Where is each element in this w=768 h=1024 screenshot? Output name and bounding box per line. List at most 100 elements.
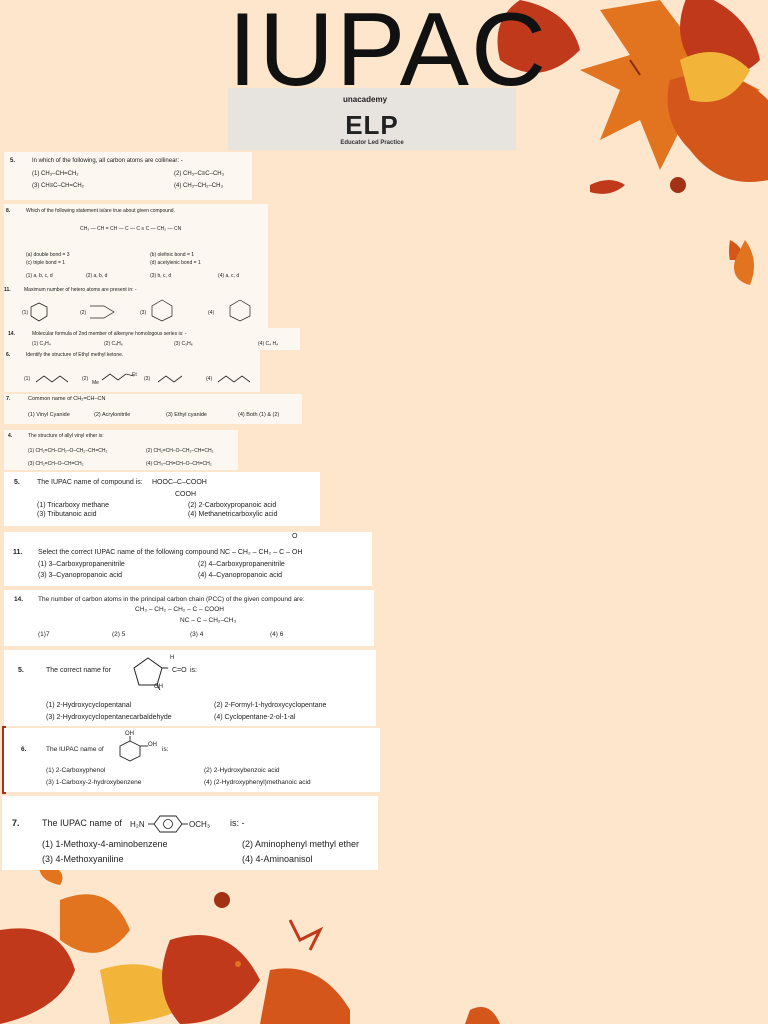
- ketone-structure-1-icon: [35, 375, 69, 383]
- option-4[interactable]: (4) Cyclopentane-2-ol-1-al: [214, 714, 296, 721]
- option-3[interactable]: (3) 4: [190, 631, 204, 638]
- compound-substituent: COOH: [175, 491, 196, 498]
- option-1[interactable]: (1)7: [38, 631, 50, 638]
- autumn-leaves-top-right-icon: [497, 0, 768, 260]
- option-4[interactable]: (4) CH₃–CH=CH–O–CH=CH₂: [146, 461, 212, 467]
- option-2[interactable]: (2): [82, 376, 89, 382]
- option-1[interactable]: (1): [24, 376, 31, 382]
- option-2[interactable]: (2) CH₂=CH–O–CH₂–CH=CH₂: [146, 448, 214, 454]
- question-number: 7.: [12, 818, 20, 828]
- page-title: IUPAC: [228, 0, 549, 108]
- option-2[interactable]: (2) 2-Carboxypropanoic acid: [188, 502, 277, 509]
- option-4[interactable]: (4) 6: [270, 631, 284, 638]
- option-1[interactable]: (1) 2-Carboxyphenol: [46, 767, 106, 774]
- question-card: 4. The structure of allyl vinyl ether is…: [4, 430, 238, 470]
- question-text: The IUPAC name of: [46, 746, 104, 753]
- option-2[interactable]: (2) 4–Carboxypropanenitrile: [198, 561, 285, 568]
- compound-formula: CH₃ — CH = CH — C — C ≡ C — CH₂ — CN: [80, 226, 182, 232]
- question-text: Identify the structure of Ethyl methyl k…: [26, 352, 124, 358]
- option-3[interactable]: (3) CH≡C–CH=CH₂: [32, 183, 85, 189]
- option-2[interactable]: (2) CH₃–C≡C–CH₃: [174, 171, 225, 177]
- option-3[interactable]: (3) b, c, d: [150, 273, 172, 279]
- option-1[interactable]: (1) CH₃–CH=CH₂: [32, 171, 79, 177]
- question-card: O 11. Select the correct IUPAC name of t…: [4, 532, 372, 586]
- statement-b: (b) olefinic bond = 1: [150, 252, 195, 258]
- question-text: The structure of allyl vinyl ether is:: [28, 433, 104, 439]
- question-card: 14. Molecular formula of 2nd member of a…: [4, 328, 300, 350]
- option-1[interactable]: (1) a, b, c, d: [26, 273, 53, 279]
- salicylic-acid-structure-icon: [119, 736, 148, 762]
- option-4[interactable]: (4) Methanetricarboxylic acid: [188, 511, 278, 518]
- option-3[interactable]: (3) 4-Methoxyaniline: [42, 854, 124, 864]
- option-2[interactable]: (2) 5: [112, 631, 126, 638]
- amine-label: H₂N: [130, 820, 145, 829]
- question-number: 6.: [21, 746, 27, 753]
- heterocycle-structure-icon: [151, 299, 173, 322]
- option-2[interactable]: (2) 2-Formyl-1-hydroxycyclopentane: [214, 702, 327, 709]
- option-2[interactable]: (2) 2-Hydroxybenzoic acid: [204, 767, 280, 774]
- question-text: The number of carbon atoms in the princi…: [38, 596, 305, 603]
- option-3[interactable]: (3) 1-Carboxy-2-hydroxybenzene: [46, 779, 142, 786]
- option-1[interactable]: (1) C₃H₄: [32, 341, 51, 347]
- acid-hydroxyl-label: OH: [148, 742, 157, 748]
- option-1[interactable]: (1) 2-Hydroxycyclopentanal: [46, 702, 132, 709]
- option-4[interactable]: (4) 4-Aminoanisol: [242, 854, 313, 864]
- question-number: 5.: [14, 479, 20, 486]
- option-3[interactable]: (3) Tributanoic acid: [37, 511, 97, 518]
- question-is-label: is:: [162, 746, 169, 753]
- question-number: 8.: [6, 208, 11, 214]
- option-4[interactable]: (4): [208, 310, 215, 316]
- elp-tagline: Educator Led Practice: [340, 140, 404, 146]
- option-1[interactable]: (1) Vinyl Cyanide: [28, 412, 70, 418]
- option-2[interactable]: (2) Aminophenyl methyl ether: [242, 839, 360, 849]
- autumn-leaves-bottom-icon: [0, 860, 500, 1024]
- elp-banner: unacademy ELP Educator Led Practice: [228, 88, 516, 150]
- elp-heading: ELP: [345, 110, 399, 140]
- option-1[interactable]: (1) 3–Carboxypropanenitrile: [38, 561, 125, 568]
- question-number: 5.: [18, 667, 24, 674]
- statement-a: (a) double bond = 3: [26, 252, 70, 258]
- option-4[interactable]: (4) CH₃–CH₂–CH₃: [174, 183, 223, 189]
- option-4[interactable]: (4) 4–Cyanopropanoic acid: [198, 572, 283, 579]
- option-1[interactable]: (1) Tricarboxy methane: [37, 502, 109, 509]
- ethyl-label: Et: [132, 372, 137, 378]
- compound-formula-line-2: NC – C – CH₂–CH₃: [180, 617, 237, 624]
- question-text: The IUPAC name of compound is:: [37, 479, 143, 486]
- question-number: 5.: [10, 158, 16, 164]
- option-1[interactable]: (1) 1-Methoxy-4-aminobenzene: [42, 839, 168, 849]
- question-text: Molecular formula of 2nd member of alken…: [32, 331, 187, 337]
- option-4[interactable]: (4) C₄ H₄: [258, 341, 279, 347]
- option-2[interactable]: (2) Acrylonitrile: [94, 412, 131, 418]
- option-3[interactable]: (3): [140, 310, 147, 316]
- compound-formula-line-1: CH₃ – CH₂ – CH₂ – C – COOH: [135, 606, 224, 613]
- option-2[interactable]: (2) C₄H₆: [104, 341, 123, 347]
- option-4[interactable]: (4) (2-Hydroxyphenyl)methanoic acid: [204, 779, 311, 786]
- option-3[interactable]: (3): [144, 376, 151, 382]
- option-1[interactable]: (1) CH₂=CH–CH₂–O–CH₂–CH=CH₂: [28, 448, 108, 454]
- question-card: 6. The IUPAC name of OH OH is: (1) 2-Car…: [4, 728, 380, 792]
- question-card: 7. The IUPAC name of H₂N OCH₃ is: - (1) …: [2, 796, 378, 870]
- option-3[interactable]: (3) CH₂=CH–O–CH=CH₂: [28, 461, 84, 467]
- question-card: 6. Identify the structure of Ethyl methy…: [4, 350, 260, 392]
- option-4[interactable]: (4) Both (1) & (2): [238, 412, 280, 418]
- option-3[interactable]: (3) 3–Cyanopropanoic acid: [38, 572, 123, 579]
- option-2[interactable]: (2): [80, 310, 87, 316]
- option-3[interactable]: (3) Ethyl cyanide: [166, 412, 207, 418]
- option-2[interactable]: (2) a, b, d: [86, 273, 108, 279]
- question-card: 8. Which of the following statement is/a…: [4, 204, 268, 328]
- statement-c: (c) triple bond = 1: [26, 260, 66, 266]
- option-4[interactable]: (4): [206, 376, 213, 382]
- option-3[interactable]: (3) C₅H₆: [174, 341, 193, 347]
- question-card: 7. Common name of CH₂=CH–CN (1) Vinyl Cy…: [4, 394, 302, 424]
- question-number: 14.: [8, 331, 15, 337]
- ketone-structure-4-icon: [217, 375, 251, 383]
- question-text: Which of the following statement is/are …: [26, 208, 175, 214]
- option-4[interactable]: (4) a, c, d: [218, 273, 240, 279]
- carbonyl-oxygen: O: [292, 533, 298, 540]
- cyclopentane-structure-icon: [133, 657, 168, 690]
- option-3[interactable]: (3) 2-Hydroxycyclopentanecarbaldehyde: [46, 714, 172, 721]
- option-1[interactable]: (1): [22, 310, 29, 316]
- question-card: 5. In which of the following, all carbon…: [4, 152, 252, 200]
- methyl-label: Me: [92, 380, 99, 386]
- question-number: 11.: [4, 287, 11, 293]
